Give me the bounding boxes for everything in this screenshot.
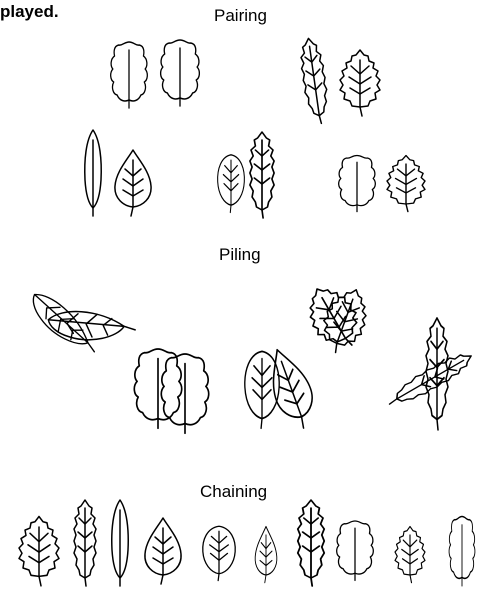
chaining-leaves (19, 500, 475, 586)
piling-leaves (25, 278, 476, 433)
pairing-leaves (85, 37, 425, 218)
